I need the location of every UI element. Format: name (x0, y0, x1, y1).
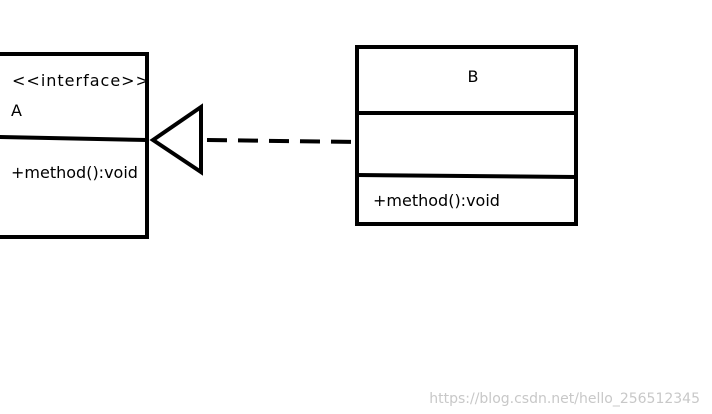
class-a-method: +method():void (11, 163, 138, 182)
realization-arrow (149, 103, 358, 176)
class-a-box: <<interface>> A +method():void (0, 52, 150, 239)
class-a-name: A (11, 101, 22, 120)
class-b-method: +method():void (373, 191, 500, 210)
class-a-border (0, 52, 149, 239)
class-a-stereotype: <<interface>> (12, 71, 150, 90)
class-b-divider-bottom (356, 173, 577, 179)
watermark-text: https://blog.csdn.net/hello_256512345 (429, 391, 700, 407)
class-b-border (355, 45, 578, 226)
class-b-box: B +method():void (355, 45, 578, 226)
class-a-divider (0, 135, 148, 142)
dashed-line (206, 138, 358, 144)
hollow-triangle-arrowhead (149, 103, 203, 176)
class-b-name: B (468, 67, 479, 86)
